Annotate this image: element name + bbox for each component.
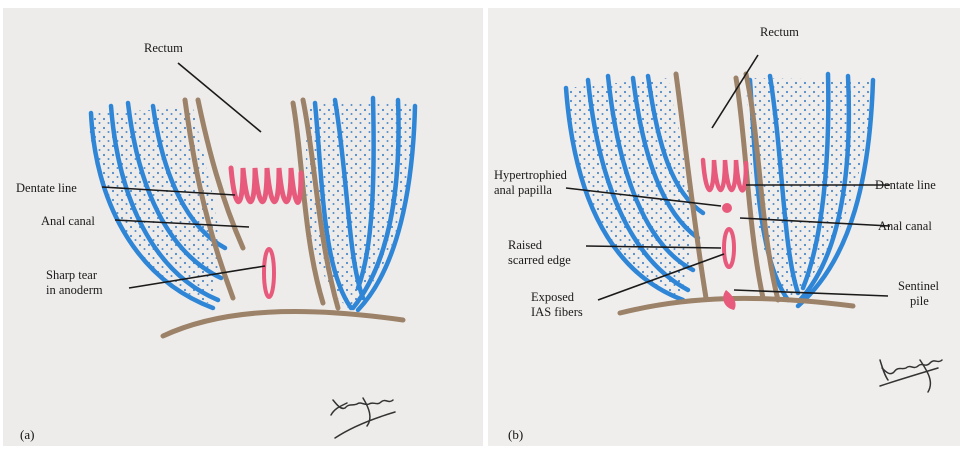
label-dentate-line-a: Dentate line (16, 181, 77, 195)
base-mucosa-a (163, 312, 403, 336)
label-anal-canal-a: Anal canal (41, 214, 95, 228)
panel-id-a: (a) (20, 427, 34, 443)
signature-b (880, 360, 942, 392)
label-sharp-tear-line2-a: in anoderm (46, 283, 103, 297)
raised-edge-mark (724, 229, 734, 267)
base-mucosa-b (620, 298, 853, 313)
label-exposed-line1: Exposed (531, 290, 574, 304)
label-exposed-line2: IAS fibers (531, 305, 583, 319)
label-sharp-tear-line1-a: Sharp tear (46, 268, 97, 282)
panel-id-b: (b) (508, 427, 523, 443)
label-sentinel-line2: pile (910, 294, 929, 308)
hypertrophied-papilla-mark (722, 203, 732, 213)
label-raised-line1: Raised (508, 238, 542, 252)
label-raised-line2: scarred edge (508, 253, 571, 267)
label-rectum-b: Rectum (760, 25, 799, 39)
label-hypertrophied-line1: Hypertrophied (494, 168, 567, 182)
panel-b: Rectum Hypertrophied anal papilla Raised… (488, 8, 960, 446)
label-hypertrophied-line2: anal papilla (494, 183, 552, 197)
label-rectum-a: Rectum (144, 41, 183, 55)
sentinel-pile-mark (723, 290, 735, 310)
signature-a (331, 398, 395, 438)
dentate-line-zigzag-b (703, 160, 746, 190)
dentate-line-zigzag-a (231, 168, 301, 202)
label-sentinel-line1: Sentinel (898, 279, 939, 293)
label-anal-canal-b: Anal canal (878, 219, 932, 233)
label-dentate-line-b: Dentate line (875, 178, 936, 192)
sharp-tear-mark-a (264, 249, 274, 297)
panel-a: Rectum Dentate line Anal canal Sharp tea… (3, 8, 483, 446)
